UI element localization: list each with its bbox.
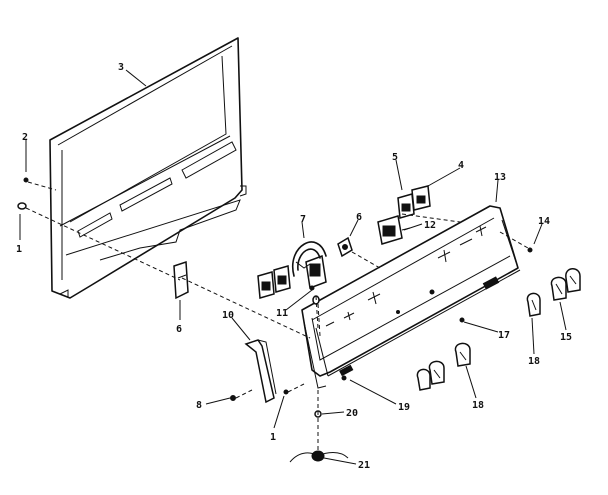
side-bracket: [244, 339, 277, 404]
callout-7: 7: [300, 214, 306, 225]
callout-17: 17: [498, 330, 510, 341]
callout-numbers: 3 2 1 6 5 4 13 7 6 12 14 10 11 17 18 15 …: [16, 62, 572, 471]
callout-11: 11: [276, 308, 288, 319]
callout-15: 15: [560, 332, 572, 343]
leader-lines: [19, 69, 567, 465]
indicator-light: [337, 236, 353, 258]
callout-19: 19: [398, 402, 410, 413]
fasteners: [17, 177, 533, 463]
rear-panel: [49, 37, 247, 300]
callout-12: 12: [424, 220, 436, 231]
callout-6: 6: [176, 324, 182, 335]
callout-8: 8: [196, 400, 202, 411]
callout-1-bottom: 1: [270, 432, 276, 443]
callout-2: 2: [22, 132, 28, 143]
callout-10: 10: [222, 310, 234, 321]
callout-1: 1: [16, 244, 22, 255]
callout-4: 4: [458, 160, 464, 171]
infinite-switches: [257, 241, 327, 299]
knobs-bottom: [416, 342, 471, 391]
callout-5: 5: [392, 152, 398, 163]
knobs-right: [526, 268, 581, 317]
callout-18-bottom: 18: [472, 400, 484, 411]
callout-21: 21: [358, 460, 370, 471]
callout-3: 3: [118, 62, 124, 73]
assembly-lines: [25, 181, 529, 450]
callout-6-light: 6: [356, 212, 362, 223]
push-button-switches: [397, 185, 431, 219]
callout-13: 13: [494, 172, 506, 183]
callout-20: 20: [346, 408, 358, 419]
callout-18-right: 18: [528, 356, 540, 367]
control-panel: [301, 205, 521, 389]
callout-14: 14: [538, 216, 550, 227]
